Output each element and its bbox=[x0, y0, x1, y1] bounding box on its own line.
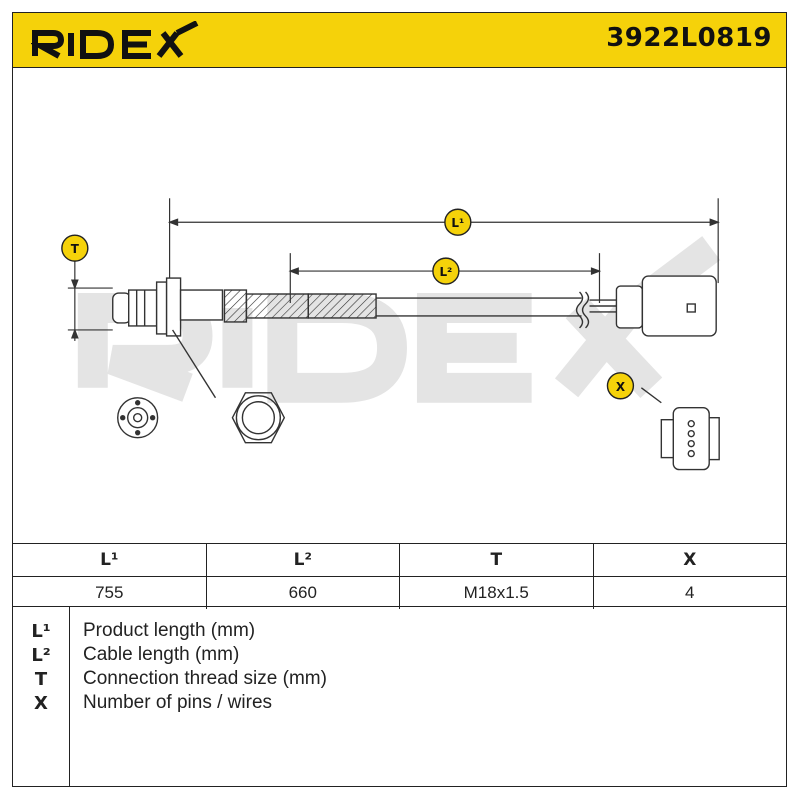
tip-section-view bbox=[117, 397, 159, 439]
spec-header-row: L¹ L² T X bbox=[13, 544, 786, 576]
sensor-diagram: L¹ L² T X bbox=[61, 198, 721, 471]
svg-text:X: X bbox=[616, 380, 625, 394]
spec-header-cell: L¹ bbox=[100, 550, 119, 570]
cable-sleeve bbox=[223, 289, 377, 323]
product-sheet: 3922L0819 bbox=[12, 12, 787, 787]
spec-table: L¹ L² T X 755 660 M18x1.5 4 bbox=[13, 543, 786, 609]
svg-text:L¹: L¹ bbox=[451, 216, 464, 230]
badge-L1: L¹ bbox=[444, 208, 472, 236]
legend-symbol: X bbox=[34, 692, 48, 714]
legend-text: Number of pins / wires bbox=[83, 692, 273, 713]
legend-symbol: T bbox=[34, 668, 48, 690]
cable bbox=[376, 291, 617, 329]
legend-item: L¹ Product length (mm) bbox=[13, 619, 255, 643]
spec-value-cell: M18x1.5 bbox=[399, 577, 593, 609]
legend-symbol: L¹ bbox=[31, 620, 51, 642]
legend-item: L² Cable length (mm) bbox=[13, 643, 239, 667]
badge-T: T bbox=[61, 234, 89, 262]
legend-text: Cable length (mm) bbox=[83, 644, 240, 665]
legend-text: Product length (mm) bbox=[83, 620, 256, 641]
spec-header-cell: L² bbox=[205, 544, 400, 576]
legend-item: T Connection thread size (mm) bbox=[13, 667, 327, 691]
legend-text: Connection thread size (mm) bbox=[83, 668, 327, 689]
legend-item: X Number of pins / wires bbox=[13, 691, 272, 715]
badge-L2: L² bbox=[432, 257, 460, 285]
hex-nut-view bbox=[171, 329, 286, 444]
part-number: 3922L0819 bbox=[606, 23, 772, 53]
spec-value-cell: 755 bbox=[95, 583, 124, 602]
header-bar: 3922L0819 bbox=[13, 13, 786, 68]
spec-value-cell: 4 bbox=[592, 577, 787, 609]
connector-plug bbox=[615, 275, 717, 337]
legend-symbol: L² bbox=[31, 644, 51, 666]
legend-divider bbox=[69, 607, 70, 787]
connector-front-view bbox=[640, 387, 720, 471]
badge-X: X bbox=[606, 372, 635, 400]
sensor-tip bbox=[112, 277, 224, 337]
spec-value-row: 755 660 M18x1.5 4 bbox=[13, 576, 786, 609]
spec-header-cell: X bbox=[592, 544, 787, 576]
svg-text:L²: L² bbox=[439, 265, 452, 279]
spec-header-cell: T bbox=[399, 544, 593, 576]
svg-text:T: T bbox=[71, 242, 80, 256]
legend: L¹ Product length (mm) L² Cable length (… bbox=[13, 607, 786, 787]
ridex-logo bbox=[31, 21, 199, 59]
spec-value-cell: 660 bbox=[205, 577, 400, 609]
